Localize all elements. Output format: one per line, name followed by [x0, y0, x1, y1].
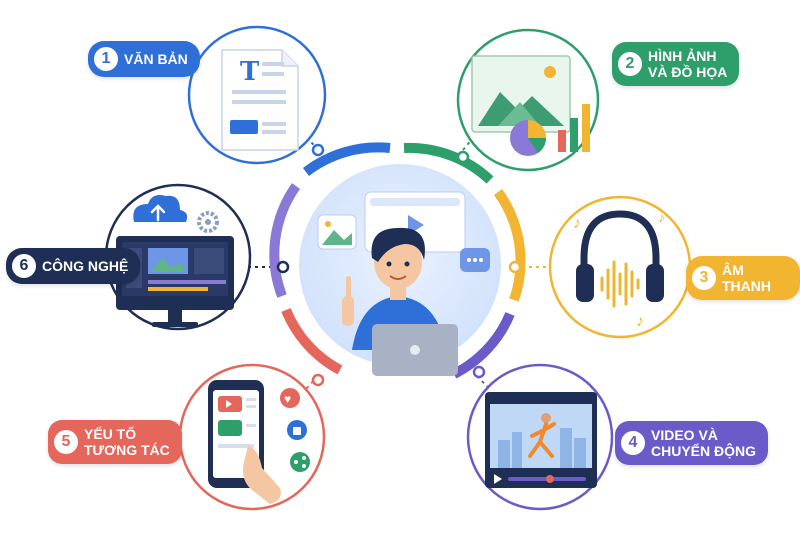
- ring-segment-yellow: [493, 189, 526, 302]
- number-badge-2: 2: [618, 52, 642, 77]
- number-badge-5: 5: [54, 430, 78, 455]
- label-4-video-motion: 4 VIDEO VÀ CHUYỂN ĐỘNG: [615, 421, 769, 466]
- ring-dot-2: [456, 150, 470, 164]
- label-2-image-graphics: 2 HÌNH ẢNH VÀ ĐỒ HỌA: [612, 42, 740, 87]
- svg-text:♪: ♪: [636, 313, 644, 330]
- ring-segment-blue: [302, 142, 391, 177]
- person-laptop-icon: [295, 160, 505, 376]
- video-player-icon: [466, 363, 614, 511]
- phone-interaction-icon: ♥: [178, 363, 326, 511]
- svg-text:T: T: [240, 57, 260, 87]
- ring-segment-red: [281, 308, 343, 375]
- ring-dot-3: [508, 260, 522, 274]
- ring-dot-1: [311, 143, 325, 157]
- ring-dot-5: [311, 373, 325, 387]
- label-1: VĂN BẢN: [124, 50, 188, 67]
- document-text-icon: T: [187, 25, 327, 165]
- ring-segment-purple: [451, 311, 515, 379]
- headphones-icon: ♪ ♪ ♪: [548, 195, 692, 339]
- label-2: HÌNH ẢNH VÀ ĐỒ HỌA: [648, 48, 728, 81]
- image-chart-icon: [456, 28, 600, 172]
- ring-dot-6: [276, 260, 290, 274]
- label-6-technology: 6 CÔNG NGHỆ: [6, 248, 141, 284]
- ring-segment-green: [403, 142, 494, 184]
- number-badge-3: 3: [692, 266, 716, 291]
- label-4: VIDEO VÀ CHUYỂN ĐỘNG: [651, 427, 757, 460]
- label-3-audio: 3 ÂM THANH: [686, 256, 800, 301]
- center-ring: [269, 142, 526, 379]
- monitor-cloud-icon: [104, 183, 252, 331]
- svg-text:♥: ♥: [284, 392, 291, 406]
- label-5-interactive: 5 YẾU TỐ TƯƠNG TÁC: [48, 420, 182, 465]
- label-5: YẾU TỐ TƯƠNG TÁC: [84, 426, 170, 459]
- number-badge-6: 6: [12, 254, 36, 278]
- ring-dot-4: [472, 365, 486, 379]
- label-3: ÂM THANH: [722, 262, 771, 295]
- number-badge-1: 1: [94, 47, 118, 71]
- number-badge-4: 4: [621, 431, 645, 456]
- ring-segment-purple-left: [269, 183, 301, 298]
- svg-text:♪: ♪: [573, 215, 581, 232]
- svg-text:♪: ♪: [658, 209, 665, 225]
- label-1-text: 1 VĂN BẢN: [88, 41, 200, 77]
- label-6: CÔNG NGHỆ: [42, 257, 129, 274]
